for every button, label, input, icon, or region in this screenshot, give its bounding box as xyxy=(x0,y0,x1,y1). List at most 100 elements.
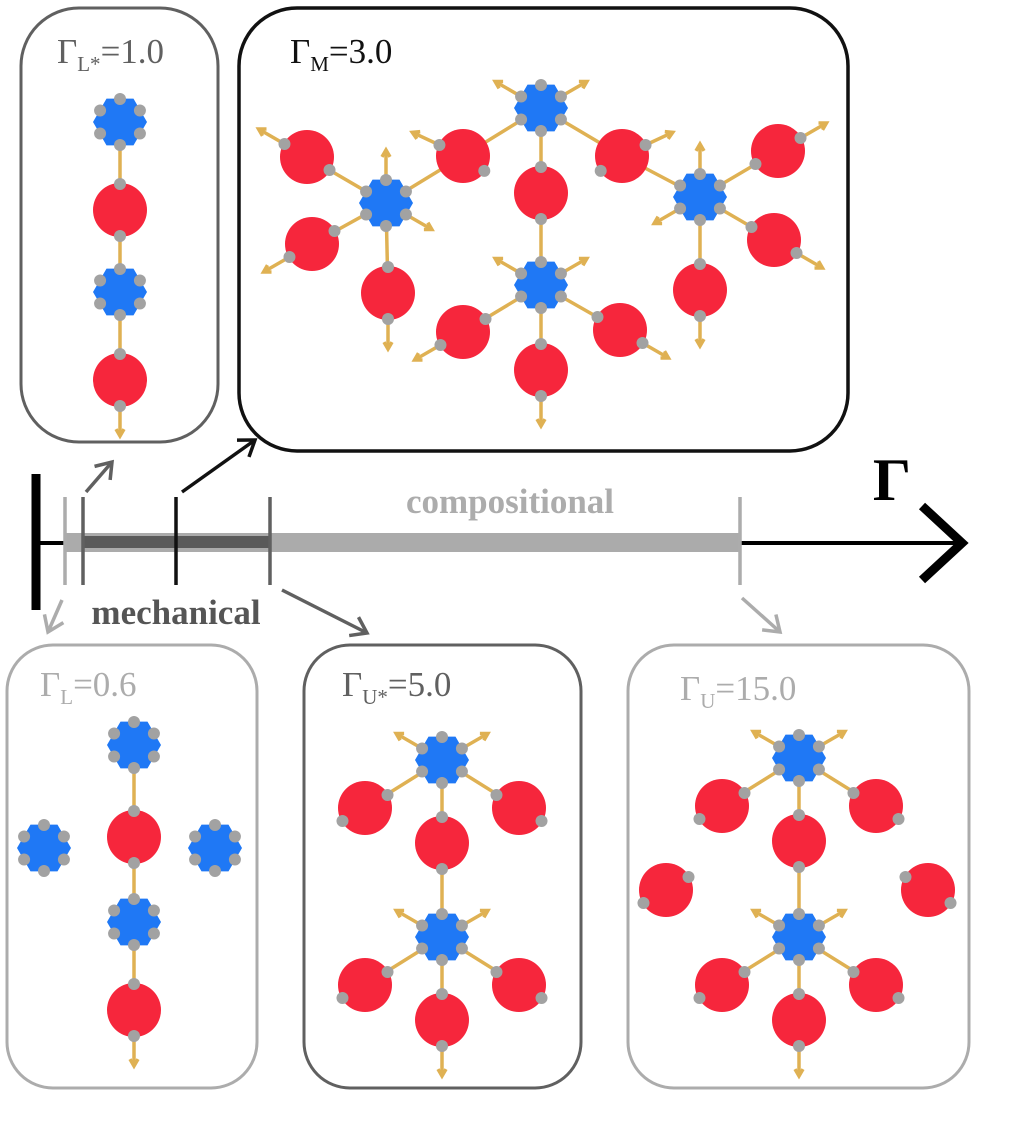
open-patch-arrow xyxy=(578,79,590,90)
red-particle xyxy=(772,993,826,1047)
patch-site xyxy=(535,302,547,314)
patch-site xyxy=(812,763,825,776)
patch-site xyxy=(793,809,805,821)
open-patch-arrow xyxy=(260,264,272,274)
open-patch-arrow xyxy=(818,121,830,131)
patch-site xyxy=(694,214,706,226)
red-particle xyxy=(361,266,415,320)
red-particle xyxy=(514,343,568,397)
patch-site xyxy=(278,138,291,150)
patch-site xyxy=(515,290,528,303)
patch-site xyxy=(479,313,492,325)
mechanical-label: mechanical xyxy=(91,593,260,632)
blue-particle xyxy=(772,734,826,782)
patch-site xyxy=(94,274,107,287)
patch-site xyxy=(713,179,726,192)
pointer-head xyxy=(236,438,258,458)
red-particle xyxy=(849,779,903,833)
patch-site xyxy=(38,865,50,877)
patch-site xyxy=(847,787,860,799)
pointer-head xyxy=(348,616,370,638)
patch-site xyxy=(478,164,491,177)
open-patch-arrow xyxy=(578,256,590,267)
patch-site xyxy=(147,904,160,917)
patch-site xyxy=(436,1040,448,1052)
patch-site xyxy=(490,966,503,978)
blue-particle xyxy=(415,736,469,784)
patch-site xyxy=(436,954,448,966)
patch-site xyxy=(436,988,448,1000)
panel-l-label: ΓL=0.6 xyxy=(40,665,137,709)
patch-site xyxy=(228,830,241,843)
open-patch-arrow xyxy=(535,418,547,430)
patch-site xyxy=(773,763,786,776)
pointer-line xyxy=(740,596,782,634)
panel-ustar-label: ΓU*=5.0 xyxy=(342,665,451,709)
open-patch-arrow xyxy=(423,221,435,232)
patch-site xyxy=(793,954,805,966)
patch-site xyxy=(114,400,126,412)
patch-site xyxy=(209,865,221,877)
patch-site xyxy=(738,787,751,799)
red-particle xyxy=(280,130,334,184)
patch-site xyxy=(812,919,825,932)
patch-site xyxy=(455,742,468,755)
pointer-line xyxy=(46,599,64,633)
patch-site xyxy=(793,861,805,873)
panel-m-frame xyxy=(237,6,850,453)
patch-site xyxy=(535,338,547,350)
patch-site xyxy=(892,992,905,1004)
patch-site xyxy=(944,897,957,909)
patch-site xyxy=(535,815,548,827)
patch-site xyxy=(554,90,567,103)
patch-site xyxy=(18,853,31,866)
patch-site xyxy=(535,256,547,268)
patch-site xyxy=(899,871,912,883)
open-patch-arrow xyxy=(128,1058,140,1070)
patch-site xyxy=(114,348,126,360)
patch-site xyxy=(128,893,140,905)
red-particle xyxy=(849,958,903,1012)
patch-site xyxy=(360,208,373,221)
open-patch-arrow xyxy=(694,338,706,350)
patch-site xyxy=(745,221,758,233)
pointer-line xyxy=(281,588,368,635)
red-particle xyxy=(93,353,147,407)
open-patch-arrow xyxy=(664,129,676,140)
panel-lstar-label: ΓL*=1.0 xyxy=(57,32,164,76)
patch-site xyxy=(554,290,567,303)
open-patch-arrow xyxy=(393,908,405,919)
patch-site xyxy=(694,258,706,270)
patch-site xyxy=(535,125,547,137)
patch-site xyxy=(128,1030,140,1042)
patch-site xyxy=(693,992,706,1004)
open-patch-arrow xyxy=(814,260,826,270)
patch-site xyxy=(637,897,650,909)
open-patch-arrow xyxy=(750,729,762,740)
patch-site xyxy=(128,857,140,869)
open-patch-arrow xyxy=(836,908,848,919)
patch-site xyxy=(434,339,447,351)
patch-site xyxy=(535,213,547,225)
panel-ustar-frame xyxy=(302,643,583,1090)
patch-site xyxy=(147,750,160,763)
panel-l-frame xyxy=(5,643,259,1090)
patch-site xyxy=(114,263,126,275)
patch-site xyxy=(812,740,825,753)
open-patch-arrow xyxy=(411,352,423,362)
open-patch-arrow xyxy=(492,256,504,267)
open-patch-arrow xyxy=(382,341,394,353)
panel-u-frame xyxy=(626,643,971,1090)
patch-site xyxy=(382,261,394,273)
patch-site xyxy=(455,765,468,778)
patch-site xyxy=(18,830,31,843)
patch-site xyxy=(114,178,126,190)
red-particle xyxy=(593,303,647,357)
panel-u-label: ΓU=15.0 xyxy=(680,669,796,713)
red-particle xyxy=(415,993,469,1047)
open-patch-arrow xyxy=(436,1068,448,1080)
patch-site xyxy=(381,966,394,978)
patch-site xyxy=(336,815,349,827)
patch-site xyxy=(128,978,140,990)
patch-site xyxy=(133,104,146,117)
